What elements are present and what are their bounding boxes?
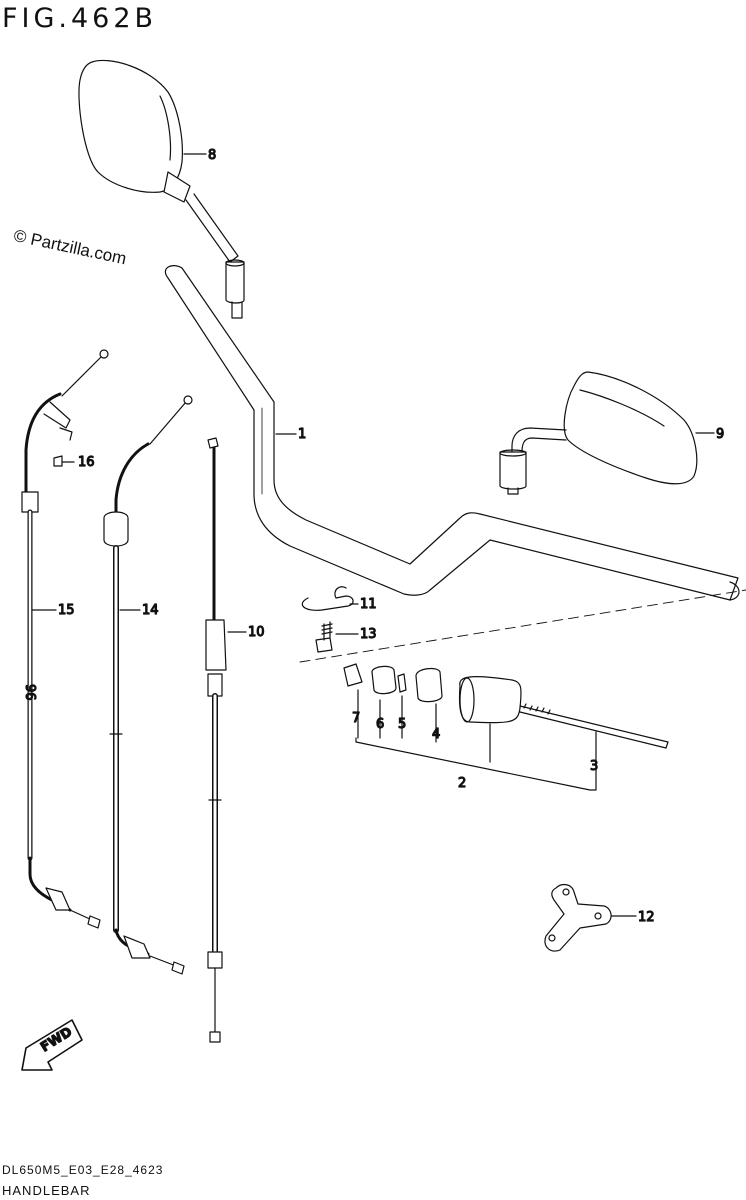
clip-part[interactable] <box>301 586 359 611</box>
callout-16[interactable]: 16 <box>77 454 95 470</box>
handlebar-part[interactable] <box>164 265 746 663</box>
callout-5[interactable]: 5 <box>397 716 406 732</box>
callout-12[interactable]: 12 <box>637 909 655 925</box>
callout-15[interactable]: 15 <box>57 602 75 618</box>
callout-13[interactable]: 13 <box>359 626 377 642</box>
svg-text:96: 96 <box>22 684 37 701</box>
callout-11[interactable]: 11 <box>359 596 377 612</box>
diagram-name: HANDLEBAR <box>2 1183 91 1198</box>
callout-6[interactable]: 6 <box>375 716 384 732</box>
left-mirror-part[interactable] <box>78 59 245 319</box>
diagram-code: DL650M5_E03_E28_4623 <box>2 1163 164 1177</box>
figure-title: FIG.462B <box>2 3 158 34</box>
callout-4[interactable]: 4 <box>431 726 440 742</box>
bolt-part[interactable] <box>315 621 359 653</box>
callout-1[interactable]: 1 <box>297 426 306 442</box>
right-mirror-part[interactable] <box>499 371 715 495</box>
callout-3[interactable]: 3 <box>589 758 598 774</box>
cable-14-part[interactable] <box>103 395 193 975</box>
callout-7[interactable]: 7 <box>351 710 360 726</box>
callout-2[interactable]: 2 <box>457 775 466 791</box>
fwd-arrow-icon: FWD <box>21 1019 83 1071</box>
bracket-part[interactable] <box>544 883 637 952</box>
bar-end-assembly[interactable] <box>343 663 669 791</box>
callout-10[interactable]: 10 <box>247 624 265 640</box>
callout-8[interactable]: 8 <box>207 147 216 163</box>
callout-14[interactable]: 14 <box>141 602 159 618</box>
cable-15-part[interactable]: 96 <box>21 349 109 929</box>
callout-9[interactable]: 9 <box>715 426 724 442</box>
cable-10-part[interactable] <box>205 437 247 1043</box>
